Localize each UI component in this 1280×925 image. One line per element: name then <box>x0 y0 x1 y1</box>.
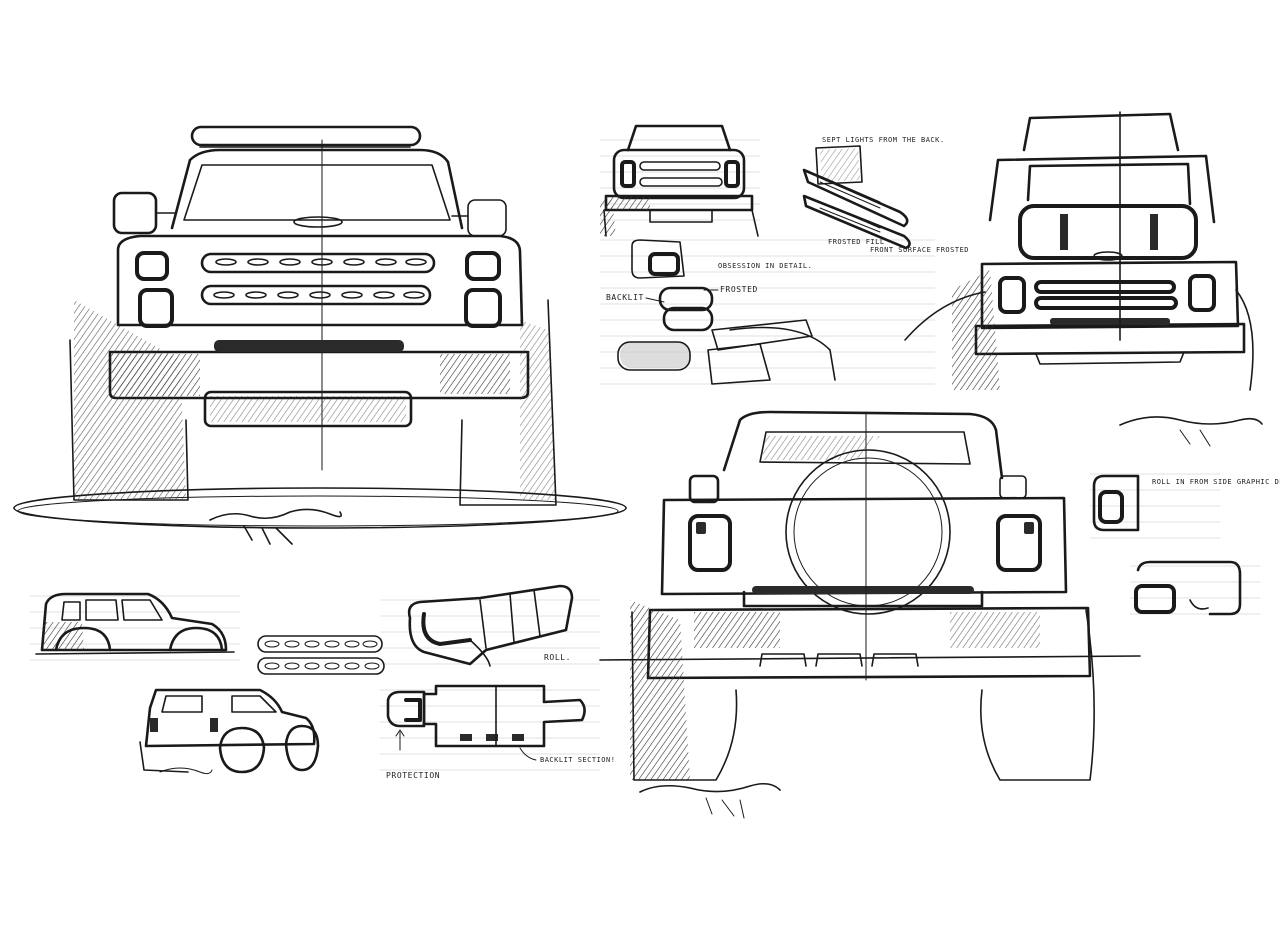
side-view-sketches <box>30 592 320 775</box>
backlit-label: BACKLIT <box>606 293 644 302</box>
rear-three-quarter-sketch <box>904 111 1263 447</box>
protection-label: PROTECTION <box>386 771 440 780</box>
rear-lights-note-3: FRONT SURFACE FROSTED <box>870 246 969 254</box>
obsession-note: OBSESSION IN DETAIL. <box>718 262 812 270</box>
rear-view-sketch <box>599 410 1141 819</box>
side-graphic-details: ROLL IN FROM SIDE GRAPHIC DETAIL <box>1090 473 1280 616</box>
lamp-detail-sketches: ROLL. PROTECTION BACKLIT SECTION! <box>257 584 615 780</box>
frosted-label: FROSTED <box>720 285 758 294</box>
front-detail-notes: OBSESSION IN DETAIL. SEPT LIGHTS FROM TH… <box>600 124 969 385</box>
front-view-sketch <box>13 125 627 545</box>
side-graphic-note: ROLL IN FROM SIDE GRAPHIC DETAIL <box>1152 478 1280 486</box>
backlit-section-label: BACKLIT SECTION! <box>540 756 615 764</box>
rear-lights-note-2: FROSTED FILL <box>828 238 885 246</box>
roll-label: ROLL. <box>544 653 571 662</box>
rear-lights-note-1: SEPT LIGHTS FROM THE BACK. <box>822 136 945 144</box>
